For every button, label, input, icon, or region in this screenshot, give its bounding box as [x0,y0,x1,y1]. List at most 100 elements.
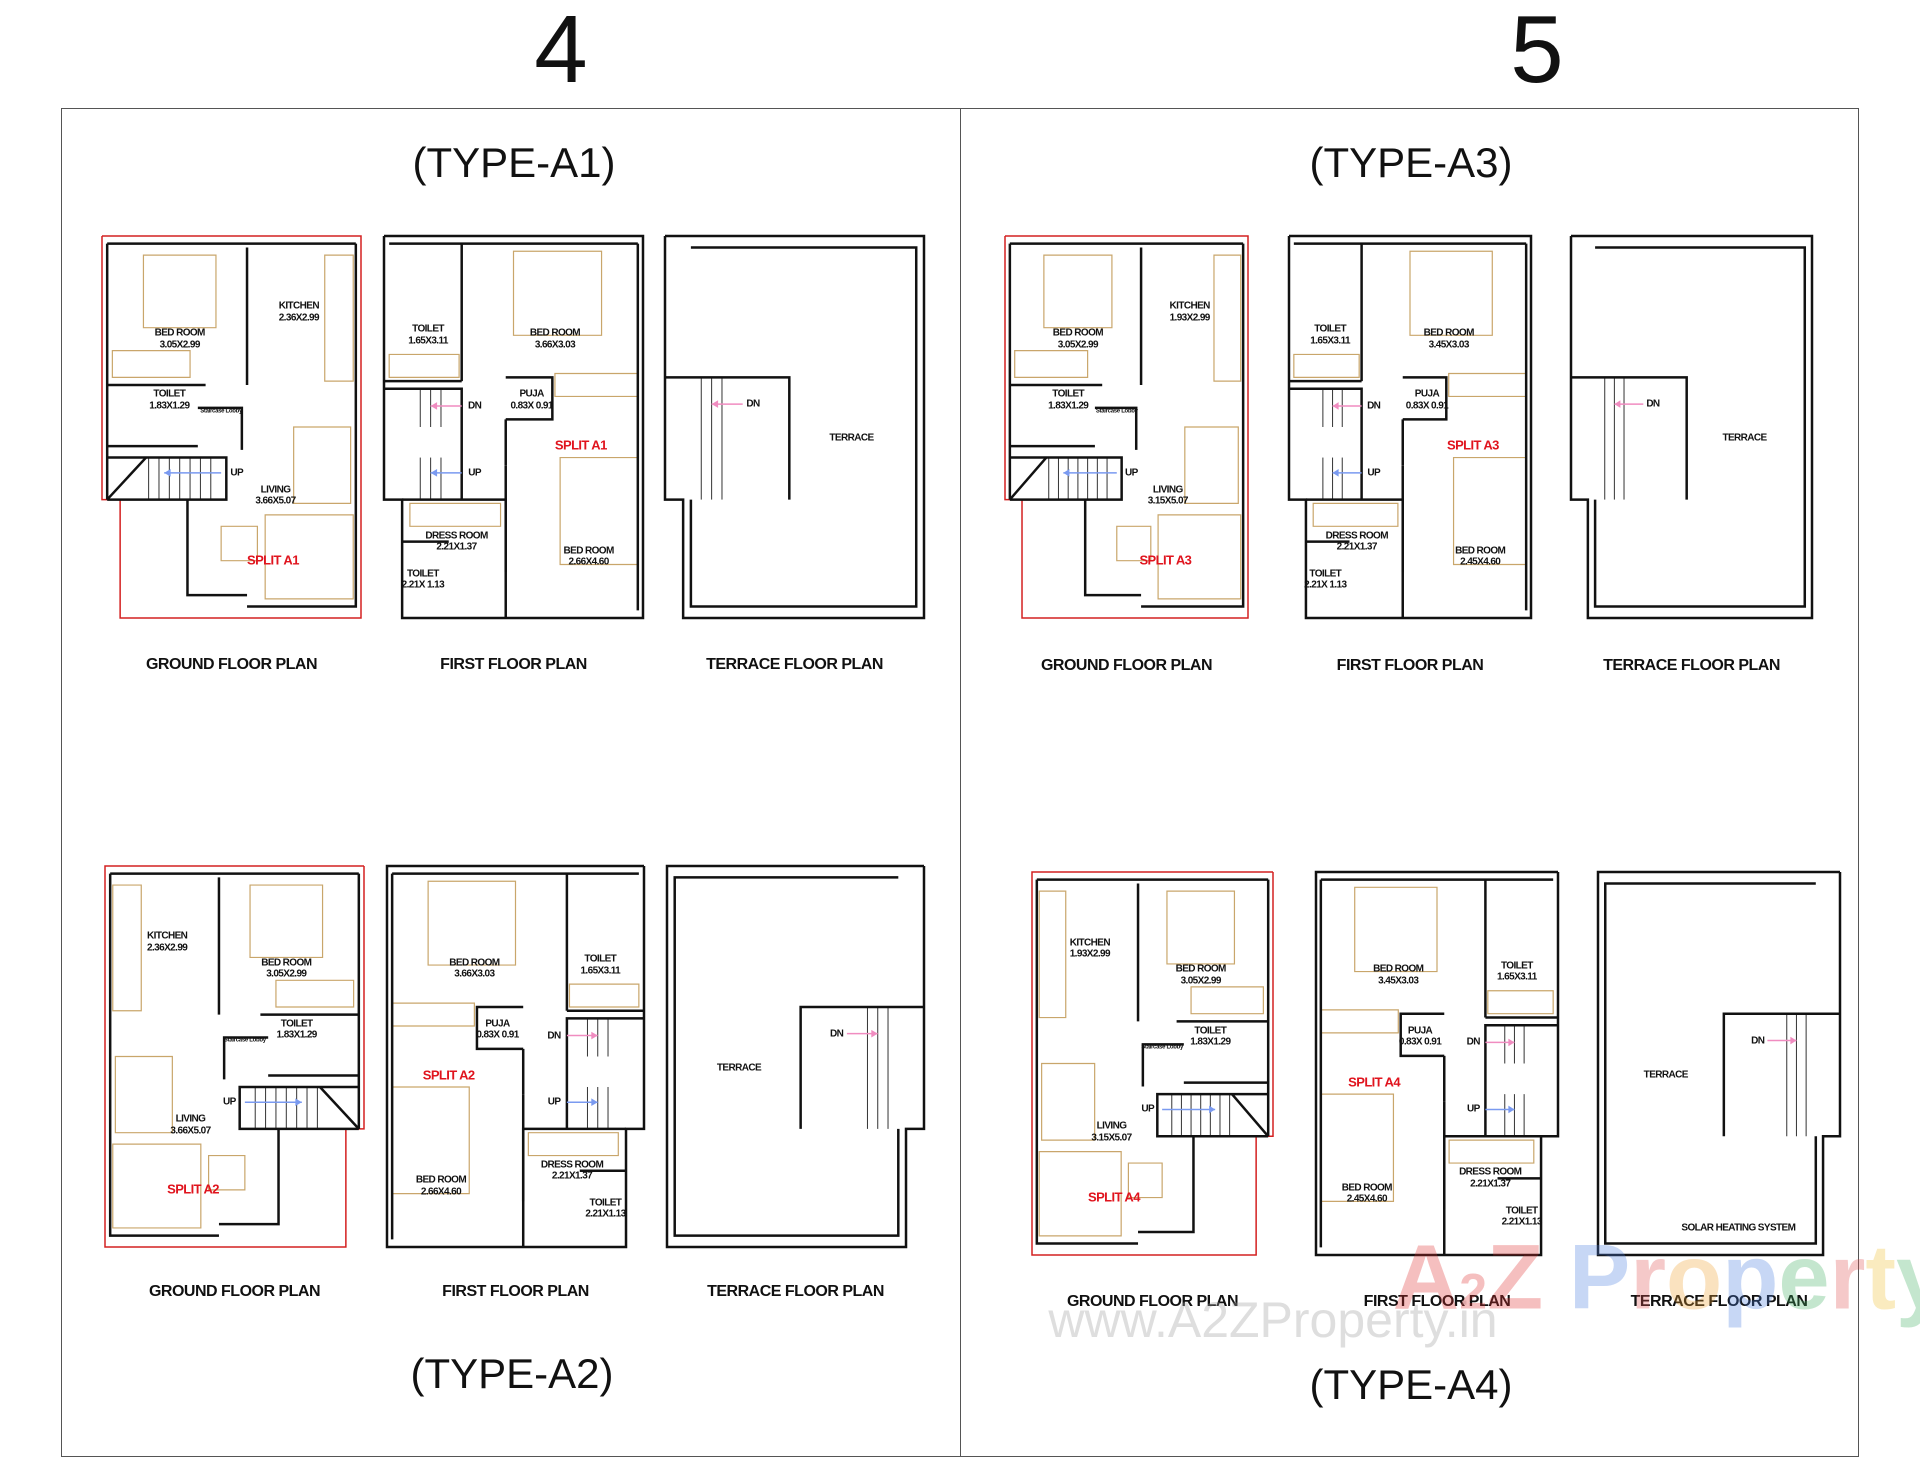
section-divider [960,108,961,1457]
room-name: TERRACE [1643,1069,1689,1081]
room-dimensions: 3.05X2.99 [1180,975,1222,987]
wall [477,1007,523,1049]
wall [1141,244,1243,607]
room-name: BED ROOM [563,545,615,557]
room-name: DRESS ROOM [425,530,488,542]
furniture [1313,503,1398,526]
room-label-split: SPLIT A4 [1088,1189,1140,1205]
furniture [1449,1140,1534,1163]
room-dimensions: 1.83X1.29 [149,400,190,412]
furniture [1042,1064,1095,1141]
room-label-dn: DN [1367,400,1381,412]
room-name: PUJA [1414,388,1440,400]
room-dimensions: 2.66X4.60 [568,556,610,568]
room-label-dn: DN [1751,1034,1765,1047]
room-dimensions: 0.83X 0.91 [1405,400,1449,412]
terrace-floor-plan-label: TERRACE FLOOR PLAN [706,656,883,673]
furniture [1488,991,1553,1014]
room-name: BED ROOM [1455,545,1506,557]
room-dimensions: 3.05X2.99 [159,339,201,351]
room-label-split: SPLIT A4 [1348,1074,1400,1090]
room-name: Staircase Lobby [1095,408,1138,415]
wall [1571,377,1687,499]
wall [240,1087,359,1129]
terrace-floor-plan-label: TERRACE FLOOR PLAN [1630,1293,1808,1310]
wall [1085,500,1141,595]
furniture [428,881,515,965]
wall [1289,236,1531,618]
room-label-lobby: Staircase Lobby [1096,408,1138,415]
room-name: LIVING [1096,1120,1127,1132]
arrowhead-icon [430,402,438,410]
plan-drawing [102,236,361,618]
furniture [325,255,353,381]
room-name: UP [1141,1103,1155,1115]
room-label-dn: DN [547,1029,561,1042]
room-dimensions: 2.21X1.37 [1336,541,1378,553]
room-name: PUJA [519,388,544,400]
wall [107,458,146,500]
room-name: DN [547,1029,561,1041]
furniture [221,526,257,560]
room-dimensions: 1.83X1.29 [1048,400,1089,412]
room-name: TOILET [153,388,186,400]
plan-drawing [1598,872,1840,1255]
room-name: SPLIT A4 [1088,1189,1140,1205]
watermark-logo: A2Z Property [1392,1226,1920,1329]
room-dimensions: 2.45X4.60 [1346,1193,1388,1205]
room-label-lobby: Staircase Lobby [1141,1045,1183,1052]
room-name: TERRACE [1722,432,1767,444]
room-name: DRESS ROOM [1459,1166,1522,1178]
furniture [1015,351,1088,378]
room-name: TOILET [1500,960,1533,972]
plan-drawing [1289,236,1531,618]
ground-floor-plan-label: GROUND FLOOR PLAN [1040,657,1213,674]
room-dimensions: 2.36X2.99 [147,942,188,954]
room-name: DN [1751,1034,1765,1046]
terrace-floor-plan: DN TERRACE [1571,236,1812,618]
section-number-left: 4 [534,0,588,103]
room-label-up: UP [1125,467,1138,479]
room-label-dn: DN [1646,398,1660,410]
wall [1724,1014,1840,1137]
plot-outline [1032,872,1273,1255]
furniture [294,427,351,503]
room-name: UP [1125,467,1138,479]
room-dimensions: 2.21X1.37 [1470,1178,1511,1190]
room-name: KITCHEN [1069,937,1111,949]
room-name: LIVING [1152,484,1183,496]
wall [384,236,643,618]
unit-type-title: (TYPE-A1) [412,139,616,186]
room-name: TOILET [589,1197,622,1209]
arrowhead-icon [295,1098,302,1107]
room-name: LIVING [260,484,291,496]
arrowhead-icon [1063,469,1070,477]
plan-drawing [1571,236,1812,618]
wall [107,458,226,500]
arrowhead-icon [1508,1105,1515,1114]
terrace-floor-plan: DN TERRACE SOLAR HEATING SYSTEM [1598,872,1840,1255]
arrowhead-icon [591,1031,598,1040]
arrowhead-icon [1332,469,1339,477]
furniture [569,984,638,1007]
room-dimensions: 3.66X5.07 [255,495,296,507]
furniture [1191,987,1263,1014]
room-label-dn: DN [746,398,760,410]
room-dimensions: 1.65X3.11 [408,335,448,347]
furniture [113,885,141,1011]
room-name: SOLAR HEATING SYSTEM [1681,1222,1796,1234]
room-dimensions: 1.83X1.29 [1190,1036,1231,1048]
room-name: TERRACE [716,1062,762,1074]
